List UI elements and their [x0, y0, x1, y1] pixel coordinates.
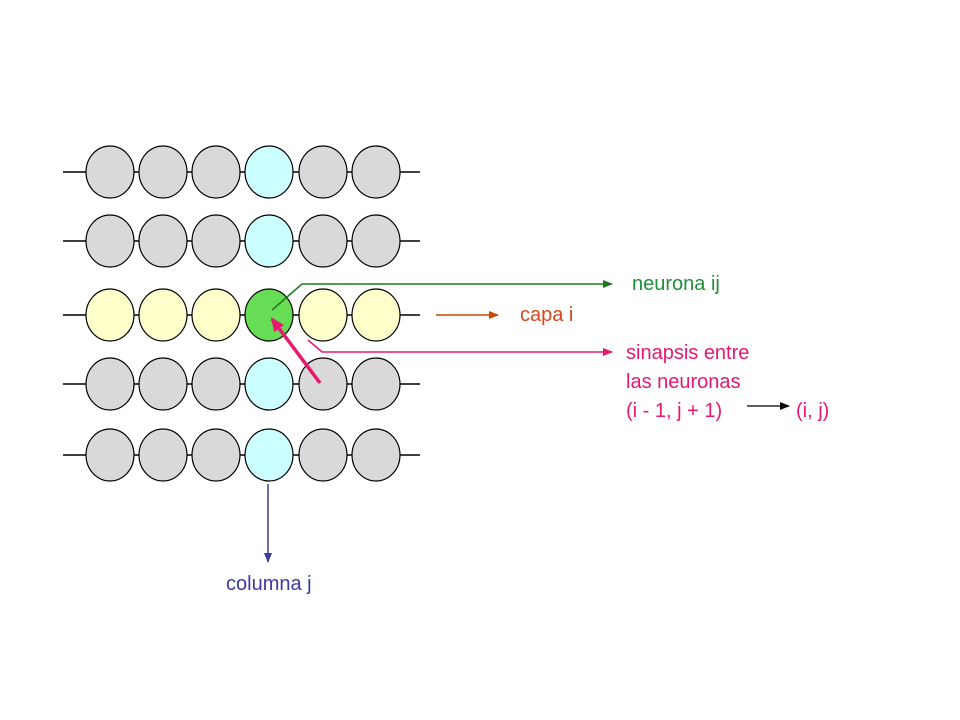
neuron-ij	[244, 288, 294, 342]
neuron	[85, 145, 135, 199]
neuron	[351, 357, 401, 411]
neuron	[138, 357, 188, 411]
neuron	[191, 428, 241, 482]
neuron	[351, 428, 401, 482]
neuron	[244, 145, 294, 199]
neuron	[244, 214, 294, 268]
neuron	[351, 214, 401, 268]
neuron	[191, 145, 241, 199]
neuron	[191, 214, 241, 268]
neuron	[298, 145, 348, 199]
neuron	[351, 145, 401, 199]
neuron	[138, 145, 188, 199]
neuron	[138, 214, 188, 268]
neuron	[85, 428, 135, 482]
neuron	[85, 288, 135, 342]
neuron-grid	[63, 145, 420, 482]
synapse-from-coords: (i - 1, j + 1)	[626, 400, 722, 422]
synapse-label-line2: las neuronas	[626, 371, 741, 393]
synapse-label-line1: sinapsis entre	[626, 342, 749, 364]
neuron	[244, 428, 294, 482]
neuron	[298, 428, 348, 482]
neuron	[298, 214, 348, 268]
neuron-label: neurona ij	[632, 273, 720, 295]
neuron	[244, 357, 294, 411]
layer-label: capa i	[520, 304, 573, 326]
neuron-pointer-arrow	[271, 280, 613, 311]
neuron	[85, 214, 135, 268]
neuron	[298, 288, 348, 342]
neuron	[191, 288, 241, 342]
synapse-connection-arrow	[270, 317, 322, 385]
synapse-pointer-arrow	[307, 339, 613, 356]
synapse-to-coords: (i, j)	[796, 400, 829, 422]
neuron	[191, 357, 241, 411]
neuron	[85, 357, 135, 411]
neuron	[351, 288, 401, 342]
neuron	[138, 288, 188, 342]
neuron	[138, 428, 188, 482]
column-label: columna j	[226, 573, 312, 595]
